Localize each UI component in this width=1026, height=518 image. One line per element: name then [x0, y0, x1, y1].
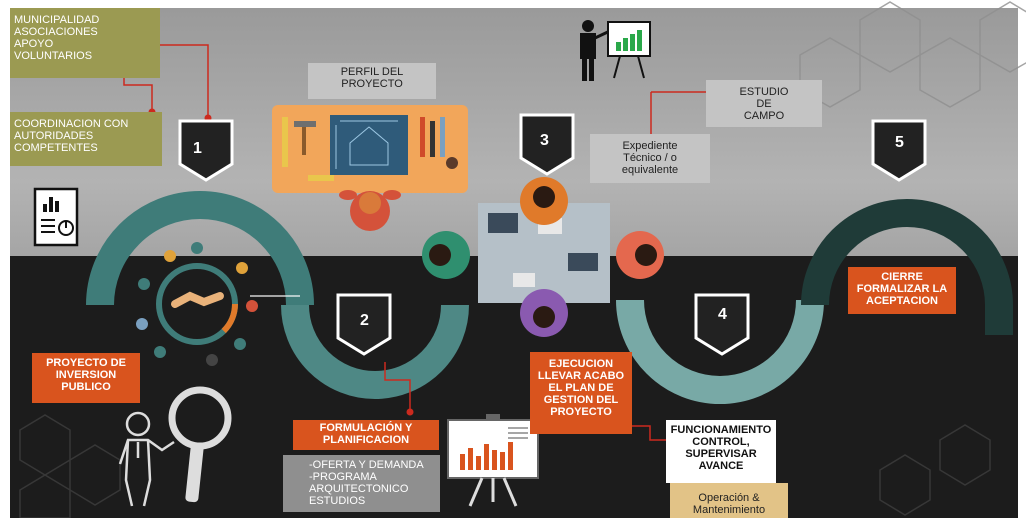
formulation-box: FORMULACIÓN Y PLANIFICACION: [293, 420, 439, 450]
step-2-marker: 2: [335, 292, 393, 363]
operation-maintenance-box: Operación & Mantenimiento: [670, 483, 788, 518]
technical-file-label: Expediente Técnico / o equivalente: [590, 134, 710, 183]
report-icon: [33, 187, 79, 247]
step-4-number: 4: [718, 306, 727, 323]
step-5-marker: 5: [870, 118, 928, 189]
stakeholders-box: MUNICIPALIDAD ASOCIACIONES APOYO VOLUNTA…: [10, 8, 160, 78]
step-5-number: 5: [895, 134, 904, 151]
bar-chart-board-icon: [447, 414, 539, 507]
step-2-number: 2: [360, 312, 369, 329]
step-1-number: 1: [193, 140, 202, 157]
operation-control-box: FUNCIONAMIENTO CONTROL, SUPERVISAR AVANC…: [666, 420, 776, 483]
step-3-marker: 3: [518, 112, 576, 183]
closure-box: CIERRE FORMALIZAR LA ACEPTACION: [848, 267, 956, 314]
formulation-details-box: -OFERTA Y DEMANDA -PROGRAMA ARQUITECTONI…: [283, 455, 440, 512]
step-1-marker: 1: [177, 118, 235, 189]
blueprint-desk-icon: [272, 105, 468, 231]
step-3-number: 3: [540, 132, 549, 149]
step-4-marker: 4: [693, 292, 751, 363]
field-study-label: ESTUDIO DE CAMPO: [706, 80, 822, 127]
coordination-box: COORDINACION CON AUTORIDADES COMPETENTES: [10, 112, 162, 166]
investment-project-box: PROYECTO DE INVERSION PUBLICO: [32, 353, 140, 403]
magnifier-person-icon: [118, 386, 232, 507]
execution-box: EJECUCION LLEVAR ACABO EL PLAN DE GESTIO…: [530, 352, 632, 434]
presenter-chart-icon: [580, 20, 651, 81]
team-table-icon: [422, 177, 664, 337]
handshake-network-icon: [136, 242, 258, 366]
project-profile-label: PERFIL DEL PROYECTO: [308, 63, 436, 99]
